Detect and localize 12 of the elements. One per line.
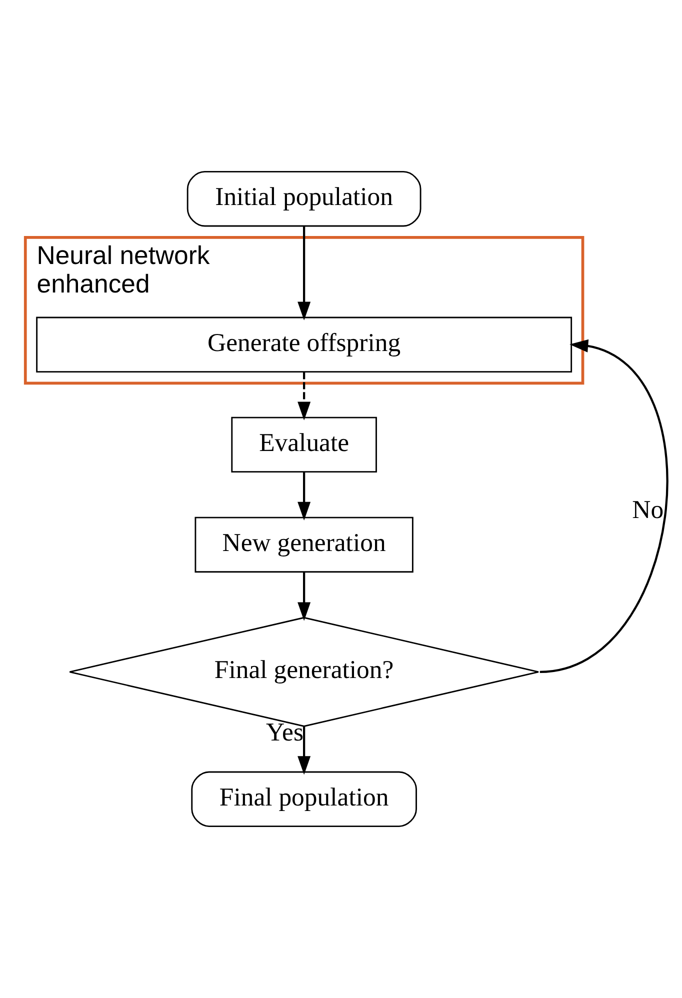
node-box: Generate offspring bbox=[36, 316, 572, 373]
node-box: Final population bbox=[191, 771, 417, 827]
arrow bbox=[298, 472, 311, 520]
arrow bbox=[298, 572, 311, 621]
node-box: Evaluate bbox=[231, 416, 377, 473]
arrow bbox=[298, 372, 311, 420]
arrow bbox=[540, 339, 668, 673]
arrow bbox=[298, 726, 311, 775]
edge-label: No bbox=[632, 494, 664, 524]
arrow bbox=[298, 226, 311, 320]
node-box: New generation bbox=[194, 516, 414, 573]
node-box: Initial population bbox=[186, 171, 422, 227]
